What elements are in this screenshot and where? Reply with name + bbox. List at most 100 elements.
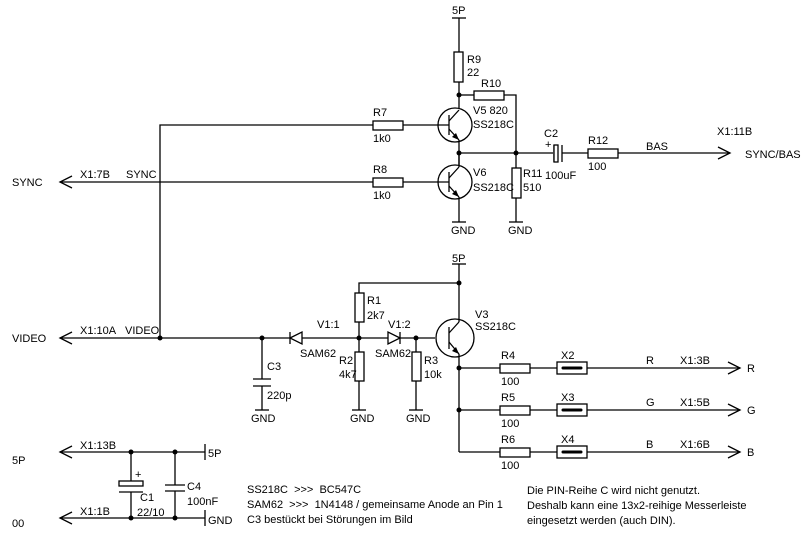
video-input-label: VIDEO [12,333,47,345]
g-net-label: G [646,397,655,409]
output-arrow-b [727,445,742,459]
gnd-label: GND [451,225,476,237]
capacitor-c1 [118,480,144,487]
r12-label: R12 [588,135,608,147]
note-line: SAM62 >>> 1N4148 / gemeinsame Anode an P… [247,499,503,511]
r7-label: R7 [373,107,387,119]
v1-1-label: V1:1 [317,319,340,331]
r-net-label: R [646,355,654,367]
resistor-r7 [372,120,404,131]
output-arrow-r [727,361,742,375]
c1-polarity: + [135,469,141,481]
v1-2-type: SAM62 [375,348,411,360]
r6-label: R6 [501,434,515,446]
output-arrow-g [727,403,742,417]
note-line: C3 bestückt bei Störungen im Bild [247,514,413,526]
video-stage: VIDEO X1:10A VIDEO C3 220p GND V1:1 SAM6… [12,253,516,452]
r1-label: R1 [367,295,381,307]
r5-label: R5 [501,392,515,404]
rail-label: 5P [452,5,465,17]
resistor-r4 [499,363,531,374]
resistor-r3 [411,351,422,382]
transistor-v3 [435,318,475,358]
r8-label: R8 [373,164,387,176]
sync-input-label: SYNC [12,177,43,189]
resistor-r1 [354,292,365,323]
note-right-line: eingesetzt werden (auch DIN). [527,515,676,527]
notes: SS218C >>> BC547C SAM62 >>> 1N4148 / gem… [247,484,747,527]
r3-label: R3 [424,355,438,367]
video-pin-label: X1:10A [80,325,117,337]
resistor-r10 [473,90,505,101]
r11-value: 510 [523,182,541,194]
note-line: SS218C >>> BC547C [247,484,361,496]
video-net-label: VIDEO [125,325,160,337]
gnd-label: GND [406,413,431,425]
arrow-gnd [58,511,73,525]
output-row-r: R4 100 X2 R X1:3B R [456,350,755,388]
note-right-line: Die PIN-Reihe C wird nicht genutzt. [527,485,700,497]
resistor-r9 [453,51,464,83]
x3-label: X3 [561,392,574,404]
c2-polarity: + [545,139,551,151]
r2-value: 4k7 [339,369,357,381]
g-output-label: G [747,405,756,417]
gnd-label: GND [350,413,375,425]
r-output-label: R [747,363,755,375]
gnd-pin-label: X1:1B [80,506,110,518]
v6-label: V6 [473,167,486,179]
gnd-label: GND [508,225,533,237]
resistor-r12 [587,148,619,159]
rail-label: 5P [452,253,465,265]
p5-pin-label: X1:13B [80,440,116,452]
p5-input-label: 5P [12,455,25,467]
output-arrow-bas [717,146,732,160]
gnd-input-label: 00 [12,518,24,530]
resistor-r6 [499,447,531,458]
r11-label: R11 [523,168,542,180]
bas-net-label: BAS [646,141,668,153]
c3-value: 220p [267,390,291,402]
r4-label: R4 [501,350,515,362]
resistor-r5 [499,405,531,416]
b-net-label: B [646,439,653,451]
c4-value: 100nF [187,496,218,508]
c1-label: C1 [140,492,154,504]
x4-label: X4 [561,434,574,446]
diode-v1-1 [288,330,303,346]
r9-label: R9 [467,54,481,66]
input-arrow-sync [58,175,73,189]
r10-label: R10 [481,78,501,90]
b-output-label: B [747,447,754,459]
b-pin-label: X1:6B [680,439,710,451]
output-row-b: R6 100 X4 B X1:6B B [459,434,754,472]
sync-pin-label: X1:7B [80,169,110,181]
sync-stage: 5P R9 22 R10 V5 820 SS218C R7 1k0 + C2 [12,5,801,338]
power-section: 5P 00 X1:13B 5P X1:1B GND + C1 22/10 C4 … [12,440,233,530]
bas-pin-label: X1:11B [717,126,752,138]
r3-value: 10k [424,369,442,381]
v3-type: SS218C [475,321,516,333]
r5-value: 100 [501,418,519,430]
v5-type: SS218C [473,119,514,131]
r10-value: V5 820 [473,105,508,117]
v1-1-type: SAM62 [300,348,336,360]
c2-value: 100uF [545,170,576,182]
r6-value: 100 [501,460,519,472]
diode-v1-2 [387,330,402,346]
r9-value: 22 [467,67,479,79]
c2-label: C2 [544,128,558,140]
arrow-p5 [58,445,73,459]
sync-bas-output-label: SYNC/BAS [745,149,801,161]
v1-2-label: V1:2 [388,319,411,331]
p5-rail-label: 5P [208,448,221,460]
r12-value: 100 [588,161,606,173]
r2-label: R2 [339,355,353,367]
x2-label: X2 [561,350,574,362]
r-pin-label: X1:3B [680,355,710,367]
v3-label: V3 [475,309,488,321]
g-pin-label: X1:5B [680,397,710,409]
r1-value: 2k7 [367,310,385,322]
gnd-label: GND [251,413,276,425]
